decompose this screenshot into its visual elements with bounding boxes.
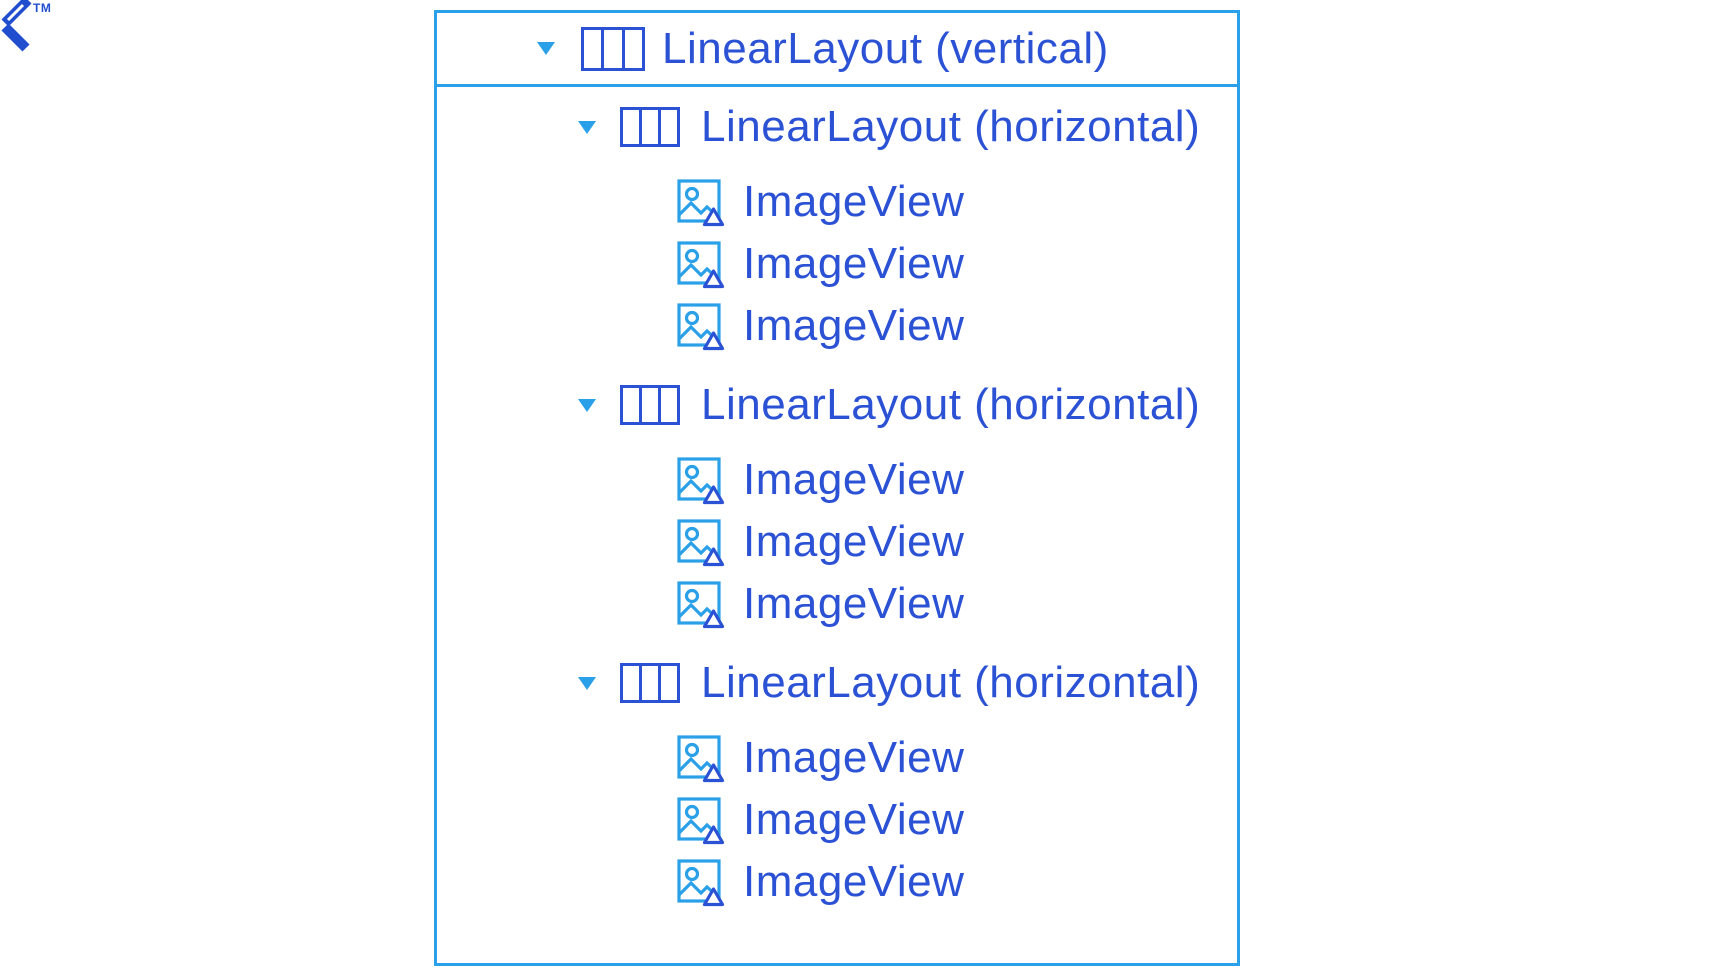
tree-node-label: LinearLayout (horizontal)	[701, 380, 1201, 429]
brand-logo: TM	[0, 0, 70, 60]
collapse-arrow-icon[interactable]	[578, 398, 596, 412]
image-view-icon	[677, 457, 725, 505]
image-view-icon	[677, 735, 725, 783]
tree-node-label: ImageView	[743, 177, 965, 226]
tree-group: LinearLayout (horizontal) ImageView	[437, 380, 1237, 629]
linear-layout-icon	[620, 385, 680, 425]
image-view-icon	[677, 859, 725, 907]
tree-branch-row[interactable]: LinearLayout (horizontal)	[437, 380, 1237, 429]
tree-leaf-row[interactable]: ImageView	[437, 301, 1237, 351]
tree-leaf-row[interactable]: ImageView	[437, 579, 1237, 629]
tree-node-label: ImageView	[743, 733, 965, 782]
tree-node-label: ImageView	[743, 517, 965, 566]
tree-branch-row[interactable]: LinearLayout (horizontal)	[437, 658, 1237, 707]
tree-children: LinearLayout (horizontal) ImageView	[437, 102, 1237, 907]
tree-leaf-row[interactable]: ImageView	[437, 455, 1237, 505]
tree-leaf-row[interactable]: ImageView	[437, 733, 1237, 783]
linear-layout-icon	[620, 663, 680, 703]
tree-node-label: ImageView	[743, 301, 965, 350]
image-view-icon	[677, 581, 725, 629]
tree-leaf-row[interactable]: ImageView	[437, 795, 1237, 845]
collapse-arrow-icon[interactable]	[578, 676, 596, 690]
tree-node-label: LinearLayout (horizontal)	[701, 102, 1201, 151]
tree-leaf-row[interactable]: ImageView	[437, 517, 1237, 567]
tree-node-label: ImageView	[743, 455, 965, 504]
tree-node-label: ImageView	[743, 579, 965, 628]
image-view-icon	[677, 179, 725, 227]
linear-layout-icon	[581, 26, 645, 71]
linear-layout-icon	[620, 107, 680, 147]
tree-leaf-row[interactable]: ImageView	[437, 177, 1237, 227]
tree-group: LinearLayout (horizontal) ImageView	[437, 102, 1237, 351]
image-view-icon	[677, 241, 725, 289]
tree-node-label: ImageView	[743, 795, 965, 844]
collapse-arrow-icon[interactable]	[578, 120, 596, 134]
tree-leaf-row[interactable]: ImageView	[437, 857, 1237, 907]
tree-group: LinearLayout (horizontal) ImageView	[437, 658, 1237, 907]
trademark-label: TM	[33, 1, 52, 15]
tree-node-label: ImageView	[743, 239, 965, 288]
tree-branch-row[interactable]: LinearLayout (horizontal)	[437, 102, 1237, 151]
image-view-icon	[677, 797, 725, 845]
tree-root-row[interactable]: LinearLayout (vertical)	[437, 13, 1237, 87]
image-view-icon	[677, 303, 725, 351]
tree-node-label: LinearLayout (horizontal)	[701, 658, 1201, 707]
tree-node-label: ImageView	[743, 857, 965, 906]
tree-node-label: LinearLayout (vertical)	[662, 23, 1109, 73]
toptal-logo-icon	[1, 0, 32, 52]
tree-leaf-row[interactable]: ImageView	[437, 239, 1237, 289]
collapse-arrow-icon[interactable]	[537, 42, 555, 55]
image-view-icon	[677, 519, 725, 567]
layout-hierarchy-panel: LinearLayout (vertical) LinearLayout (ho…	[434, 10, 1240, 966]
